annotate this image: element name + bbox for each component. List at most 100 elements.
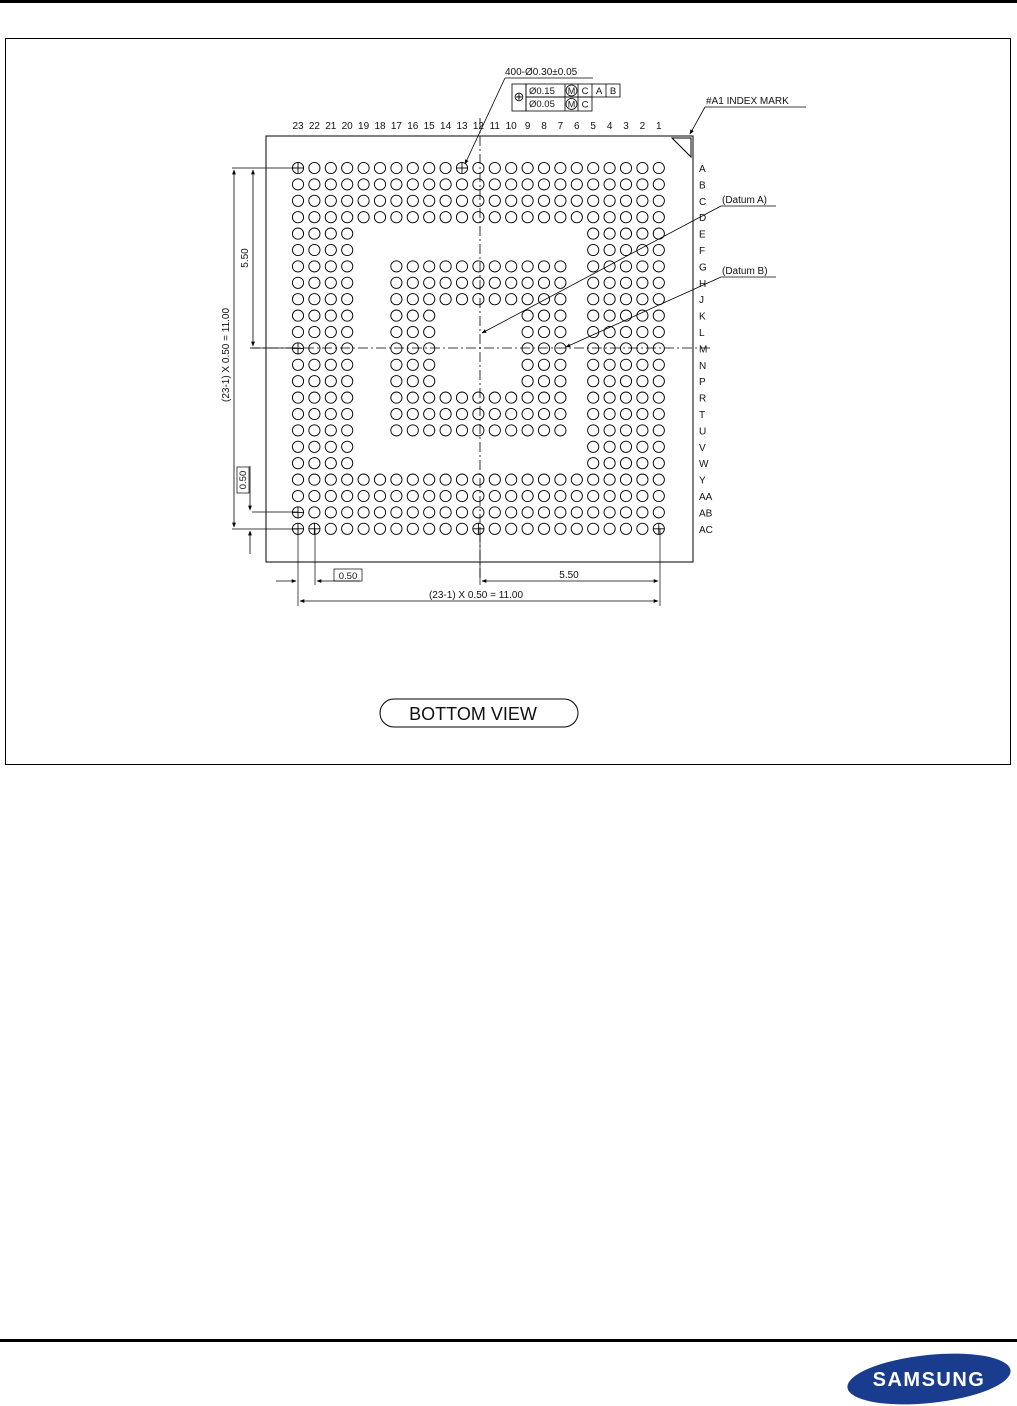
solder-ball-K23 — [292, 310, 303, 321]
solder-ball-L22 — [309, 326, 320, 337]
solder-ball-B8 — [538, 179, 549, 190]
solder-ball-Y5 — [588, 474, 599, 485]
solder-ball-U20 — [342, 425, 353, 436]
solder-ball-C2 — [637, 195, 648, 206]
solder-ball-D5 — [588, 212, 599, 223]
samsung-logo: SAMSUNG — [845, 1353, 1013, 1405]
solder-ball-T12 — [473, 408, 484, 419]
solder-ball-W2 — [637, 458, 648, 469]
solder-ball-R7 — [555, 392, 566, 403]
solder-ball-R16 — [407, 392, 418, 403]
solder-ball-C21 — [325, 195, 336, 206]
solder-ball-W23 — [292, 458, 303, 469]
solder-ball-AA6 — [571, 490, 582, 501]
solder-ball-AC21 — [325, 523, 336, 534]
bottom-pitch-dimension: 0.50 — [339, 571, 358, 582]
solder-ball-G11 — [489, 261, 500, 272]
solder-ball-B13 — [456, 179, 467, 190]
solder-ball-G21 — [325, 261, 336, 272]
solder-ball-V4 — [604, 441, 615, 452]
column-label: 3 — [623, 121, 629, 132]
solder-ball-L7 — [555, 326, 566, 337]
solder-ball-W4 — [604, 458, 615, 469]
ball-array — [292, 162, 664, 534]
solder-ball-K8 — [538, 310, 549, 321]
solder-ball-T21 — [325, 408, 336, 419]
solder-ball-AA9 — [522, 490, 533, 501]
solder-ball-Y23 — [292, 474, 303, 485]
solder-ball-R11 — [489, 392, 500, 403]
row-label: E — [699, 230, 706, 241]
solder-ball-AB18 — [374, 507, 385, 518]
solder-ball-J10 — [506, 294, 517, 305]
solder-ball-A22 — [309, 162, 320, 173]
solder-ball-AB9 — [522, 507, 533, 518]
solder-ball-Y21 — [325, 474, 336, 485]
left-total-dimension: (23-1) X 0.50 = 11.00 — [221, 308, 232, 402]
solder-ball-L8 — [538, 326, 549, 337]
solder-ball-F21 — [325, 244, 336, 255]
solder-ball-C4 — [604, 195, 615, 206]
solder-ball-P5 — [588, 376, 599, 387]
solder-ball-AB13 — [456, 507, 467, 518]
solder-ball-E22 — [309, 228, 320, 239]
solder-ball-C17 — [391, 195, 402, 206]
solder-ball-AC5 — [588, 523, 599, 534]
solder-ball-D14 — [440, 212, 451, 223]
solder-ball-AA18 — [374, 490, 385, 501]
solder-ball-H21 — [325, 277, 336, 288]
solder-ball-N3 — [620, 359, 631, 370]
solder-ball-C15 — [424, 195, 435, 206]
column-label: 5 — [590, 121, 596, 132]
row-label: C — [699, 197, 706, 208]
solder-ball-AC20 — [342, 523, 353, 534]
solder-ball-J13 — [456, 294, 467, 305]
solder-ball-P9 — [522, 376, 533, 387]
solder-ball-K16 — [407, 310, 418, 321]
solder-ball-B4 — [604, 179, 615, 190]
solder-ball-H22 — [309, 277, 320, 288]
solder-ball-AC16 — [407, 523, 418, 534]
solder-ball-T3 — [620, 408, 631, 419]
solder-ball-B10 — [506, 179, 517, 190]
solder-ball-T17 — [391, 408, 402, 419]
solder-ball-AA12 — [473, 490, 484, 501]
solder-ball-Y8 — [538, 474, 549, 485]
solder-ball-C5 — [588, 195, 599, 206]
solder-ball-D18 — [374, 212, 385, 223]
solder-ball-AA14 — [440, 490, 451, 501]
view-label: BOTTOM VIEW — [409, 704, 537, 724]
tolerance-value-2: Ø0.05 — [529, 99, 555, 110]
solder-ball-V5 — [588, 441, 599, 452]
solder-ball-AC4 — [604, 523, 615, 534]
solder-ball-R9 — [522, 392, 533, 403]
solder-ball-E1 — [653, 228, 664, 239]
solder-ball-U4 — [604, 425, 615, 436]
solder-ball-G1 — [653, 261, 664, 272]
column-label: 10 — [506, 121, 518, 132]
solder-ball-W5 — [588, 458, 599, 469]
row-label: V — [699, 443, 706, 454]
solder-ball-P7 — [555, 376, 566, 387]
solder-ball-AB16 — [407, 507, 418, 518]
position-symbol-icon: ⊕ — [514, 89, 525, 104]
solder-ball-N8 — [538, 359, 549, 370]
solder-ball-D22 — [309, 212, 320, 223]
solder-ball-V1 — [653, 441, 664, 452]
solder-ball-H10 — [506, 277, 517, 288]
bottom-total-dimension: (23-1) X 0.50 = 11.00 — [429, 590, 523, 601]
solder-ball-G23 — [292, 261, 303, 272]
row-label: AC — [699, 525, 713, 536]
column-label: 11 — [490, 121, 501, 132]
solder-ball-J22 — [309, 294, 320, 305]
solder-ball-C16 — [407, 195, 418, 206]
column-label: 21 — [325, 121, 337, 132]
solder-ball-D1 — [653, 212, 664, 223]
solder-ball-AB7 — [555, 507, 566, 518]
solder-ball-L3 — [620, 326, 631, 337]
solder-ball-R14 — [440, 392, 451, 403]
solder-ball-U3 — [620, 425, 631, 436]
solder-ball-A14 — [440, 162, 451, 173]
solder-ball-A19 — [358, 162, 369, 173]
solder-ball-B19 — [358, 179, 369, 190]
